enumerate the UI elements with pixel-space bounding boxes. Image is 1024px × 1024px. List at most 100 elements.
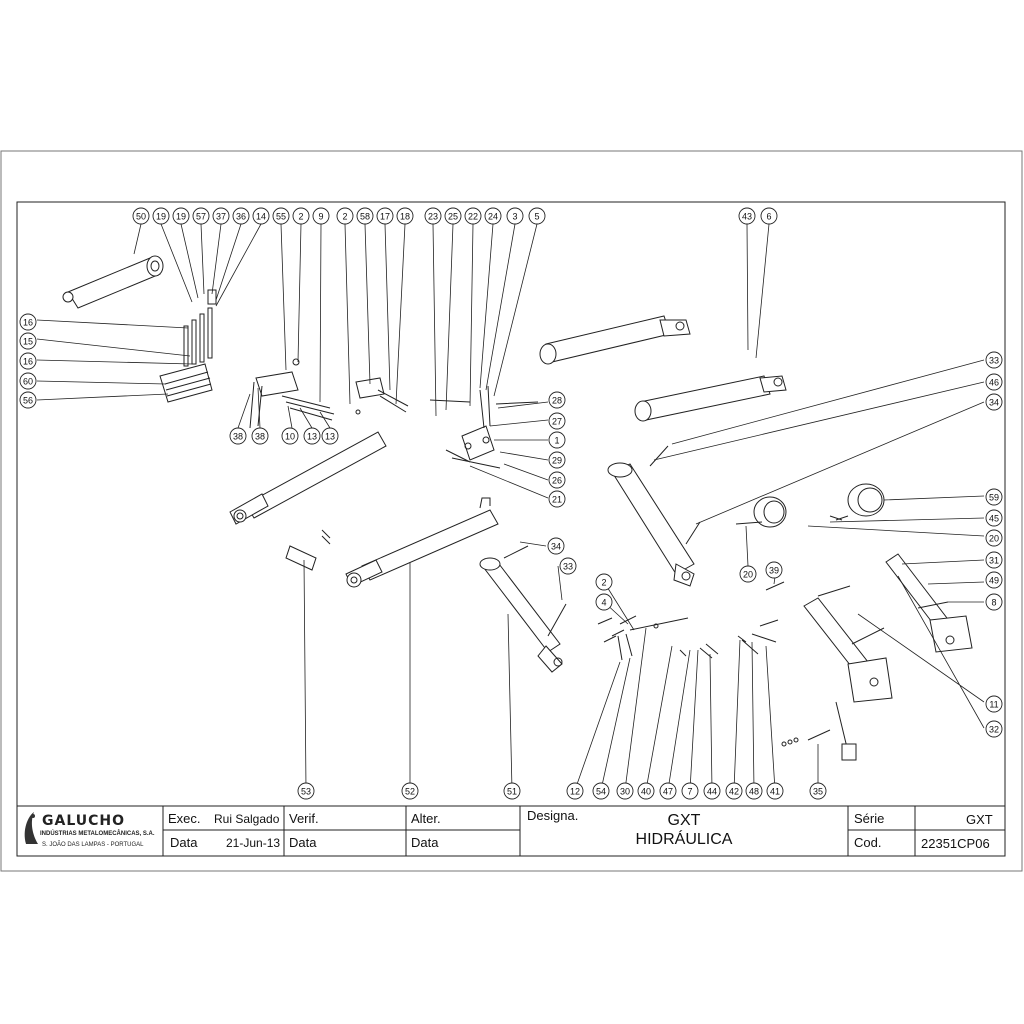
balloon-label: 13 xyxy=(307,432,317,442)
balloon-label: 5 xyxy=(534,212,539,222)
balloon-circle xyxy=(232,207,250,225)
balloon-label: 20 xyxy=(743,570,753,580)
balloon-label: 43 xyxy=(742,212,752,222)
cylinder-51 xyxy=(479,545,567,673)
balloon-label: 54 xyxy=(596,787,606,797)
balloon-circle xyxy=(760,207,778,225)
exec-value: Rui Salgado xyxy=(214,812,280,826)
balloon-label: 60 xyxy=(23,377,33,387)
alter-label: Alter. xyxy=(411,811,441,826)
title-block-lines xyxy=(17,805,1005,856)
balloon-label: 49 xyxy=(989,576,999,586)
balloon-circle xyxy=(19,391,37,409)
balloon-circle xyxy=(19,372,37,390)
balloon-circle xyxy=(548,471,566,489)
balloon-circle xyxy=(985,488,1003,506)
balloon-label: 16 xyxy=(23,318,33,328)
balloon-label: 52 xyxy=(405,787,415,797)
balloon-circle xyxy=(548,412,566,430)
balloon-circle xyxy=(272,207,290,225)
drum-20 xyxy=(735,496,787,528)
fitting-cluster-right xyxy=(679,581,785,659)
balloon-circle xyxy=(401,782,419,800)
cylinder-tilted-right xyxy=(607,445,701,587)
balloon-label: 2 xyxy=(601,578,606,588)
balloon-circle xyxy=(681,782,699,800)
balloon-circle xyxy=(985,551,1003,569)
balloon-label: 7 xyxy=(687,787,692,797)
balloon-label: 59 xyxy=(989,493,999,503)
balloon-circle xyxy=(132,207,150,225)
balloon-circle xyxy=(444,207,462,225)
balloon-circle xyxy=(566,782,584,800)
balloon-circle xyxy=(424,207,442,225)
central-manifold xyxy=(429,385,539,469)
balloon-circle xyxy=(765,561,783,579)
balloon-label: 40 xyxy=(641,787,651,797)
designation-line1: GXT xyxy=(667,812,701,829)
balloon-circle xyxy=(484,207,502,225)
valve-group-2 xyxy=(355,377,409,415)
balloon-label: 10 xyxy=(285,432,295,442)
balloon-label: 1 xyxy=(554,436,559,446)
balloon-label: 17 xyxy=(380,212,390,222)
balloon-circle xyxy=(985,571,1003,589)
cylinder-top-right-1 xyxy=(539,315,691,365)
balloon-label: 16 xyxy=(23,357,33,367)
balloon-label: 56 xyxy=(23,396,33,406)
balloon-label: 44 xyxy=(707,787,717,797)
balloon-circle xyxy=(172,207,190,225)
cylinder-top-right-2 xyxy=(634,375,787,422)
cylinder-long-52 xyxy=(345,497,499,588)
balloon-label: 19 xyxy=(176,212,186,222)
exec-date-value: 21-Jun-13 xyxy=(226,836,281,850)
balloon-circle xyxy=(745,782,763,800)
balloon-label: 9 xyxy=(318,212,323,222)
balloon-label: 38 xyxy=(233,432,243,442)
balloon-circle xyxy=(528,207,546,225)
balloon-circle xyxy=(396,207,414,225)
balloon-label: 22 xyxy=(468,212,478,222)
balloon-circle xyxy=(252,207,270,225)
inner-border xyxy=(16,201,1006,857)
balloon-label: 8 xyxy=(991,598,996,608)
exec-date-label: Data xyxy=(170,835,198,850)
balloon-label: 14 xyxy=(256,212,266,222)
balloon-label: 36 xyxy=(236,212,246,222)
company-line2: S. JOÃO DAS LAMPAS - PORTUGAL xyxy=(42,842,144,848)
balloon-label: 47 xyxy=(663,787,673,797)
designation-label: Designa. xyxy=(527,808,579,823)
balloon-circle xyxy=(703,782,721,800)
balloon-circle xyxy=(809,782,827,800)
company-line1: INDÚSTRIAS METALOMECÂNICAS, S.A. xyxy=(40,831,155,837)
balloon-label: 35 xyxy=(813,787,823,797)
balloon-circle xyxy=(503,782,521,800)
balloon-label: 38 xyxy=(255,432,265,442)
balloon-label: 37 xyxy=(216,212,226,222)
balloon-label: 19 xyxy=(156,212,166,222)
cylinder-with-bracket-right xyxy=(885,553,973,653)
balloon-circle xyxy=(985,373,1003,391)
balloon-label: 48 xyxy=(749,787,759,797)
part-35 xyxy=(781,701,857,761)
balloon-circle xyxy=(312,207,330,225)
balloon-circle xyxy=(548,391,566,409)
balloon-label: 45 xyxy=(989,514,999,524)
balloon-circle xyxy=(548,431,566,449)
balloon-label: 39 xyxy=(769,566,779,576)
balloon-circle xyxy=(547,537,565,555)
serie-value: GXT xyxy=(966,812,993,827)
balloon-circle xyxy=(738,207,756,225)
cylinder-with-bracket-mid xyxy=(803,585,893,703)
exec-label: Exec. xyxy=(168,811,201,826)
balloon-label: 20 xyxy=(989,534,999,544)
balloon-circle xyxy=(548,451,566,469)
balloon-circle xyxy=(297,782,315,800)
balloon-circle xyxy=(152,207,170,225)
balloon-label: 29 xyxy=(552,456,562,466)
balloon-circle xyxy=(985,509,1003,527)
drum-59 xyxy=(829,483,885,521)
balloon-label: 50 xyxy=(136,212,146,222)
balloon-circle xyxy=(725,782,743,800)
